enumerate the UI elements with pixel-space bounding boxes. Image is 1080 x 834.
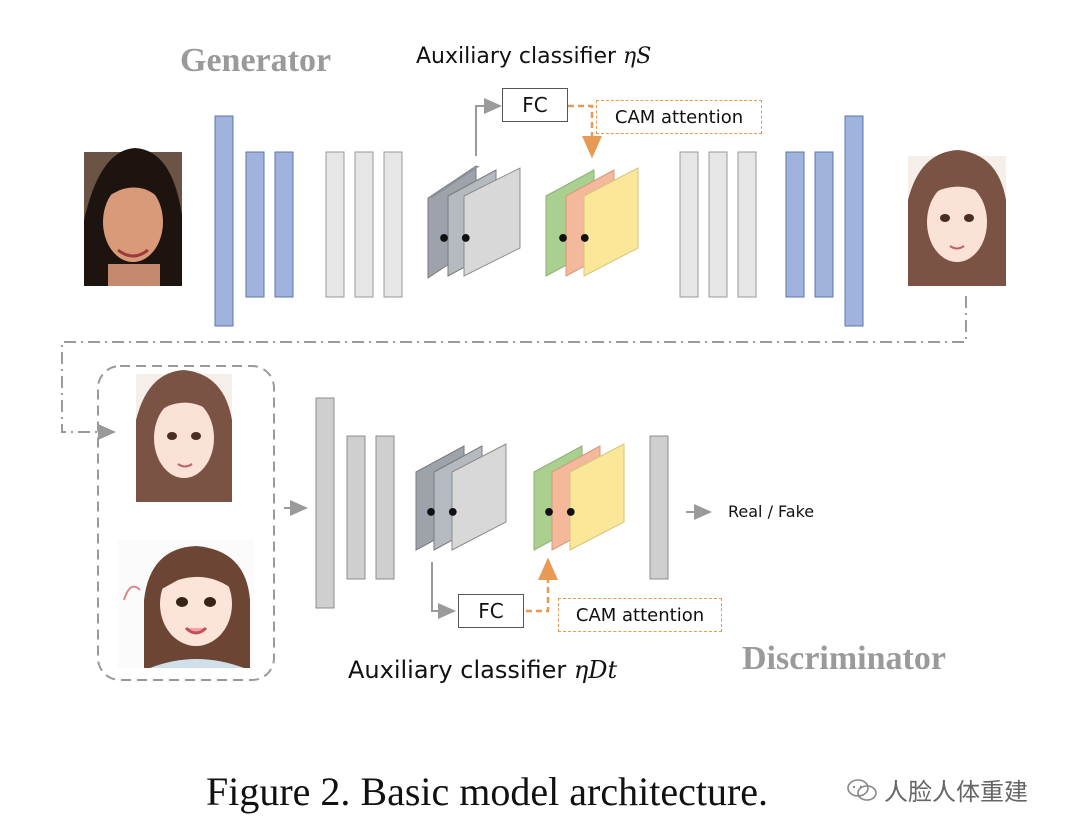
gen-layer xyxy=(708,151,728,298)
input-images-group xyxy=(97,365,275,681)
generator-label: Generator xyxy=(180,42,332,79)
gen-layer xyxy=(354,151,374,298)
disc-attention-maps xyxy=(533,443,625,551)
gen-layer xyxy=(274,151,294,298)
watermark: 人脸人体重建 xyxy=(846,772,1028,807)
gen-attention-maps xyxy=(545,167,639,277)
to-fc-arrow-top xyxy=(475,98,502,156)
cam-attention-bottom: CAM attention xyxy=(558,598,722,632)
fc-box-bottom: FC xyxy=(458,594,524,628)
gen-layer xyxy=(814,151,834,298)
watermark-text: 人脸人体重建 xyxy=(884,778,1028,806)
discriminator-label: Discriminator xyxy=(742,640,946,677)
disc-layer xyxy=(315,397,335,609)
gen-layer xyxy=(844,115,864,327)
gen-layer xyxy=(383,151,403,298)
disc-layer xyxy=(375,435,395,580)
figure-caption: Figure 2. Basic model architecture. xyxy=(206,769,769,814)
disc-feature-maps xyxy=(415,443,507,551)
gen-feature-maps xyxy=(427,165,521,279)
cam-arrow-top xyxy=(568,104,602,159)
aux-top-text: Auxiliary classifier xyxy=(416,44,624,69)
aux-classifier-bottom-label: Auxiliary classifier ηDt xyxy=(348,656,617,684)
disc-output-layer xyxy=(649,435,669,580)
cam-arrow-bottom xyxy=(526,557,558,613)
generator-encoder-layers xyxy=(214,115,403,327)
generator-to-discriminator-connector xyxy=(61,296,967,440)
disc-layer xyxy=(346,435,366,580)
output-anime-face xyxy=(908,150,1006,286)
gen-layer xyxy=(214,115,234,327)
to-fc-arrow-bottom xyxy=(431,562,456,619)
cam-attention-top: CAM attention xyxy=(596,100,762,134)
gen-attention-dots: • • xyxy=(556,227,592,252)
aux-bot-text: Auxiliary classifier xyxy=(348,656,574,684)
aux-bot-symbol: ηDt xyxy=(573,656,618,684)
real-fake-label: Real / Fake xyxy=(728,502,815,521)
gen-layer xyxy=(785,151,805,298)
disc-attention-dots: • • xyxy=(542,501,578,526)
gen-layer xyxy=(245,151,265,298)
gen-layer xyxy=(325,151,345,298)
gen-feature-dots: • • xyxy=(437,227,473,252)
gen-layer xyxy=(679,151,699,298)
wechat-icon xyxy=(847,778,877,801)
generated-anime-face xyxy=(136,370,232,502)
generator-decoder-layers xyxy=(679,115,864,327)
real-anime-face xyxy=(118,540,254,668)
disc-feature-dots: • • xyxy=(424,501,460,526)
discriminator-layers xyxy=(315,397,395,609)
gen-layer xyxy=(737,151,757,298)
input-face-photo xyxy=(84,148,182,286)
fc-box-top: FC xyxy=(502,88,568,122)
aux-classifier-top-label: Auxiliary classifier ηS xyxy=(416,44,651,69)
aux-top-symbol: ηS xyxy=(623,44,652,69)
